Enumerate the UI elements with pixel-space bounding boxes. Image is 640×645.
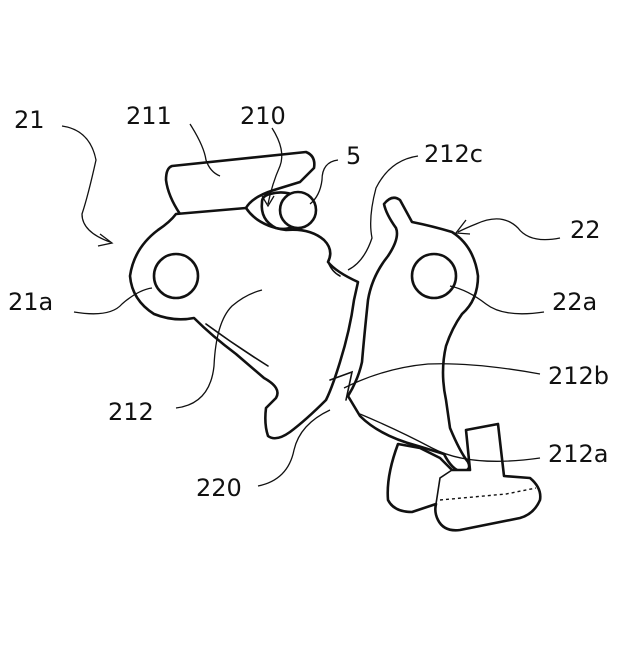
label-212a: 212a — [548, 440, 609, 468]
label-5: 5 — [346, 142, 361, 170]
pivot-pin-21a — [154, 254, 198, 298]
pawl-22 — [330, 198, 478, 472]
label-212: 212 — [108, 398, 154, 426]
label-210: 210 — [240, 102, 286, 130]
label-22a: 22a — [552, 288, 597, 316]
leader-21 — [62, 126, 110, 242]
label-21: 21 — [14, 106, 45, 134]
label-21a: 21a — [8, 288, 53, 316]
leader-22 — [458, 219, 560, 240]
body-212 — [130, 208, 358, 438]
label-220: 220 — [196, 474, 242, 502]
label-22: 22 — [570, 216, 601, 244]
pin-5 — [280, 192, 316, 228]
pivot-pin-22a — [412, 254, 456, 298]
label-211: 211 — [126, 102, 172, 130]
label-212c: 212c — [424, 140, 483, 168]
label-212b: 212b — [548, 362, 609, 390]
pawl-body — [348, 198, 478, 472]
